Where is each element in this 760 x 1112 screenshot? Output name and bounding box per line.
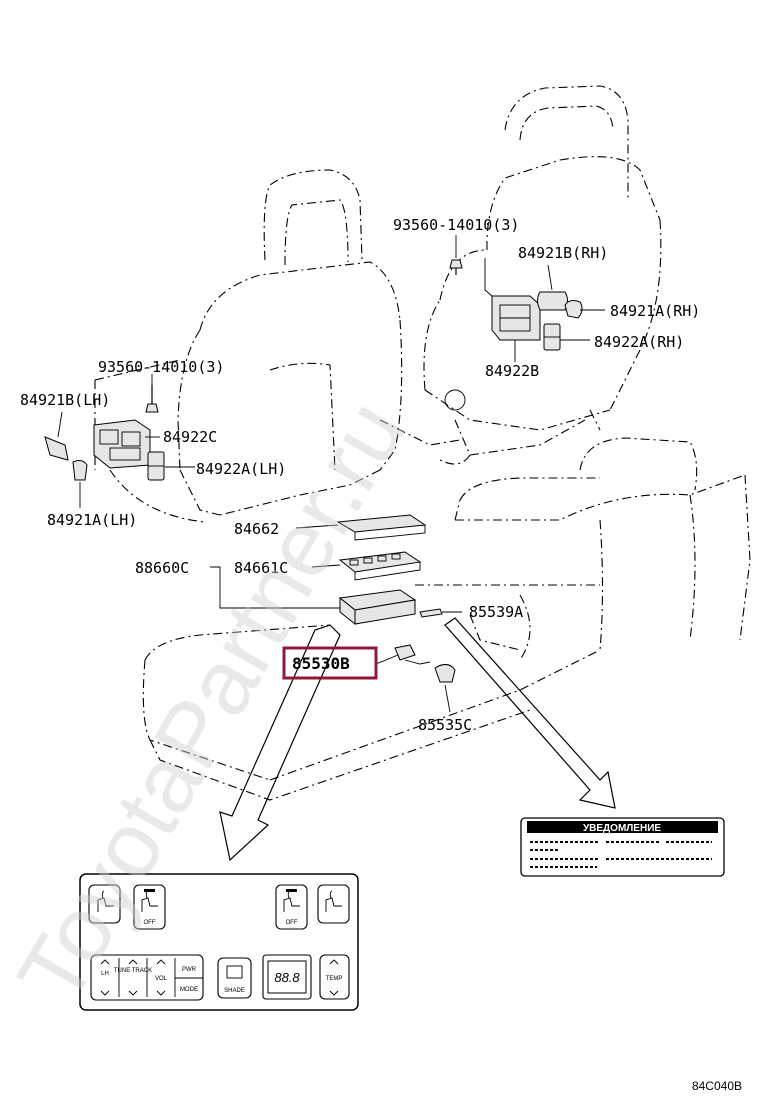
lh-cover-b [44, 436, 69, 461]
seat-heat-button-left[interactable] [88, 884, 121, 924]
rh-bolt [449, 259, 463, 275]
rh-seat-drawing [379, 85, 662, 465]
lh-seat-drawing [94, 169, 403, 523]
seat-heat-off-button-right[interactable]: OFF [275, 884, 308, 930]
arrow-to-notice [444, 617, 616, 809]
cover-84662 [336, 514, 427, 541]
label-84661c: 84661C [234, 559, 288, 577]
notice-label: УВЕДОМЛЕНИЕ [520, 817, 725, 877]
bench-seat-drawing [142, 437, 751, 801]
temp-button[interactable]: TEMP [319, 954, 350, 1000]
connector-parts [394, 644, 456, 683]
label-switch-a-lh: 84922A(LH) [196, 460, 286, 478]
shade-label: SHADE [224, 988, 245, 994]
label-88660c: 88660C [135, 559, 189, 577]
lh-bolt [145, 385, 159, 413]
controller-85530b [338, 589, 417, 626]
display-readout: 88.8 [274, 970, 300, 985]
label-cover-b-rh: 84921B(RH) [518, 244, 608, 262]
rh-cover-a [564, 300, 583, 319]
board-84661c [338, 551, 422, 581]
tune-track-button[interactable]: TUNE TRACK [114, 968, 152, 974]
label-85539a [419, 608, 443, 618]
label-switch-b: 84922B [485, 362, 539, 380]
lh-switch-a [147, 451, 165, 481]
rh-cover-b [537, 291, 568, 311]
highlight-box [282, 646, 378, 680]
off-label-left: OFF [144, 920, 156, 926]
rh-switch-a [543, 323, 561, 351]
label-switch-c: 84922C [163, 428, 217, 446]
label-bolt-rh: 93560-14010(3) [393, 216, 519, 234]
pwr-button[interactable]: PWR [182, 967, 197, 973]
shade-button[interactable]: SHADE [217, 957, 252, 999]
off-label-right: OFF [286, 920, 298, 926]
label-85539a: 85539A [469, 603, 523, 621]
notice-title: УВЕДОМЛЕНИЕ [583, 823, 661, 834]
lh-switch-assembly [93, 419, 151, 469]
temp-display: 88.8 [262, 954, 312, 1000]
leader-lines [57, 235, 605, 713]
control-panel: OFF OFF LH TUNE TRACK VOL PWR MODE SH [79, 873, 359, 1011]
lh-button[interactable]: LH [101, 971, 109, 977]
rh-switch-bezel [491, 295, 541, 341]
label-84662: 84662 [234, 520, 279, 538]
label-switch-a-rh: 84922A(RH) [594, 333, 684, 351]
label-85530b[interactable]: 85530B [292, 654, 350, 673]
seat-heat-off-button-left[interactable]: OFF [133, 884, 166, 930]
label-cover-b-lh: 84921B(LH) [20, 391, 110, 409]
seat-heat-button-right[interactable] [317, 884, 350, 924]
label-85535c: 85535C [418, 716, 472, 734]
vol-button[interactable]: VOL [155, 976, 168, 982]
lh-cover-a [72, 460, 88, 481]
label-bolt-lh: 93560-14010(3) [98, 358, 224, 376]
label-cover-a-lh: 84921A(LH) [47, 511, 137, 529]
arrow-to-panel [219, 624, 341, 862]
label-cover-a-rh: 84921A(RH) [610, 302, 700, 320]
temp-label: TEMP [326, 976, 343, 982]
diagram-code: 84C040B [692, 1079, 742, 1093]
mode-button[interactable]: MODE [180, 987, 198, 993]
